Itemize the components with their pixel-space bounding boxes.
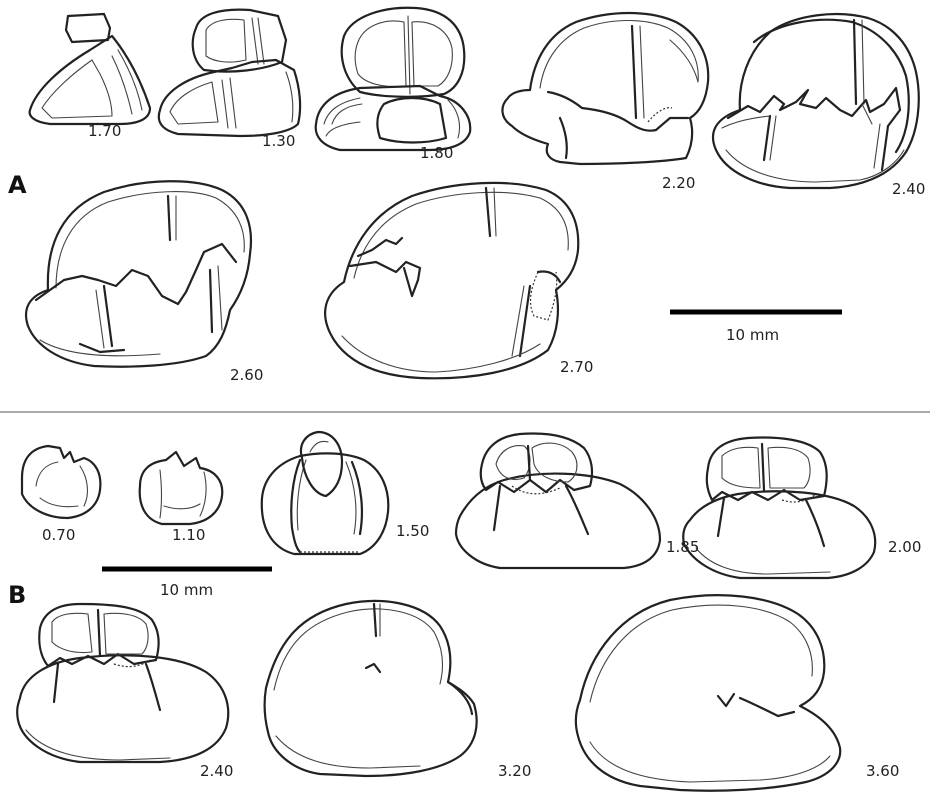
- section-b-7: [265, 601, 477, 776]
- section-b-4: [456, 434, 660, 568]
- section-a-6: [26, 181, 251, 366]
- section-label-a-2: 1.30: [262, 132, 295, 150]
- section-b-8: [576, 595, 840, 791]
- section-a-3: [316, 8, 471, 150]
- section-a-7: [325, 183, 578, 378]
- section-label-a-4: 2.20: [662, 174, 695, 192]
- section-label-a-6: 2.60: [230, 366, 263, 384]
- scale-bar-label-a: 10 mm: [726, 326, 779, 344]
- panel-a: [26, 8, 919, 379]
- section-label-b-2: 1.10: [172, 526, 205, 544]
- section-b-3: [262, 432, 389, 554]
- section-label-b-8: 3.60: [866, 762, 899, 780]
- section-label-b-4: 1.85: [666, 538, 699, 556]
- section-b-6: [17, 604, 228, 762]
- section-label-b-6: 2.40: [200, 762, 233, 780]
- section-label-b-3: 1.50: [396, 522, 429, 540]
- section-label-b-5: 2.00: [888, 538, 921, 556]
- section-label-b-7: 3.20: [498, 762, 531, 780]
- section-label-a-5: 2.40: [892, 180, 925, 198]
- panel-b: [17, 432, 875, 791]
- panel-label-a: A: [8, 171, 27, 199]
- section-a-5: [713, 14, 919, 188]
- section-b-2: [140, 452, 223, 524]
- section-b-5: [683, 438, 875, 578]
- section-label-a-3: 1.80: [420, 144, 453, 162]
- section-a-2: [159, 10, 300, 136]
- section-label-b-1: 0.70: [42, 526, 75, 544]
- section-label-a-7: 2.70: [560, 358, 593, 376]
- panel-label-b: B: [8, 581, 26, 609]
- section-label-a-1: 1.70: [88, 122, 121, 140]
- section-b-1: [22, 446, 100, 518]
- scale-bar-label-b: 10 mm: [160, 581, 213, 599]
- section-a-4: [502, 13, 708, 164]
- section-a-1: [30, 14, 150, 124]
